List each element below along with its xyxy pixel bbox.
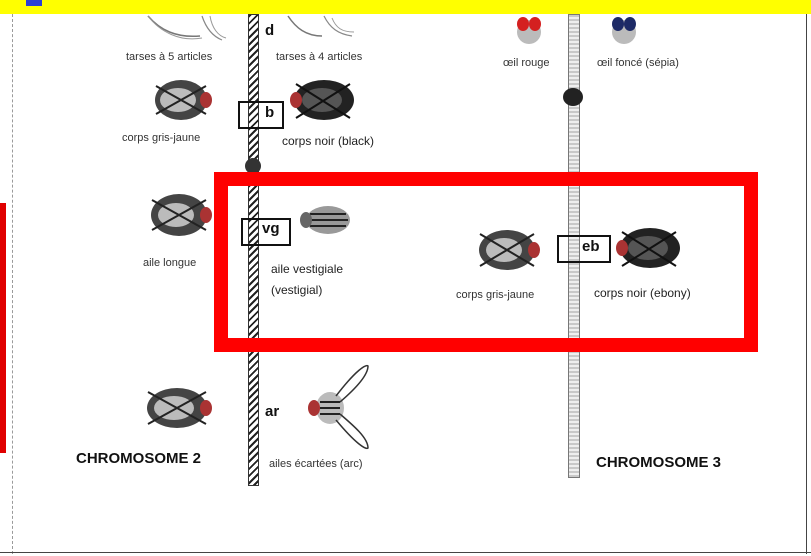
locus-eb-box bbox=[557, 235, 611, 263]
label-aile-vestigiale: aile vestigiale bbox=[271, 262, 344, 276]
fly-head-icon bbox=[517, 17, 541, 44]
chromosome-3-bar bbox=[568, 14, 580, 478]
fly-icon bbox=[147, 388, 212, 428]
chromosome-3-title: CHROMOSOME 3 bbox=[596, 454, 722, 471]
bottom-border bbox=[0, 552, 811, 553]
fly-icon bbox=[290, 80, 354, 120]
fly-icon bbox=[616, 228, 680, 268]
highlight-box bbox=[214, 172, 758, 352]
label-corps-gris-jaune-3: corps gris-jaune bbox=[456, 289, 535, 301]
label-corps-noir-black: corps noir (black) bbox=[282, 134, 375, 148]
right-border bbox=[806, 14, 807, 554]
fly-icon bbox=[308, 364, 369, 450]
fly-leg-icon bbox=[287, 15, 355, 37]
red-side-marker bbox=[0, 203, 6, 453]
left-dashed-border bbox=[12, 14, 13, 554]
banner-mark bbox=[26, 0, 42, 6]
fly-head-icon bbox=[612, 17, 636, 44]
fly-icon bbox=[300, 206, 350, 234]
locus-b-box bbox=[238, 101, 284, 129]
fly-leg-icon bbox=[147, 15, 227, 41]
top-banner bbox=[0, 0, 811, 14]
label-aile-longue: aile longue bbox=[143, 257, 197, 269]
locus-ar: ar bbox=[265, 403, 280, 420]
chromosome-2-bar bbox=[248, 14, 259, 486]
locus-vg-box bbox=[241, 218, 291, 246]
fly-icon bbox=[479, 230, 540, 270]
locus-d: d bbox=[265, 22, 275, 39]
fly-icon bbox=[151, 194, 212, 236]
fly-icon bbox=[155, 80, 212, 120]
chromosome-3-centromere bbox=[563, 88, 583, 106]
locus-vg: vg bbox=[262, 220, 280, 237]
label-ailes-ecartees: ailes écartées (arc) bbox=[269, 458, 363, 470]
label-corps-noir-ebony: corps noir (ebony) bbox=[594, 286, 691, 300]
label-oeil-fonce: œil foncé (sépia) bbox=[597, 57, 679, 69]
chromosome-2-centromere bbox=[245, 158, 261, 174]
locus-b: b bbox=[265, 104, 275, 121]
locus-eb: eb bbox=[582, 238, 600, 255]
label-oeil-rouge: œil rouge bbox=[503, 57, 550, 69]
chromosome-2-title: CHROMOSOME 2 bbox=[76, 450, 202, 467]
label-vestigial: (vestigial) bbox=[271, 283, 323, 297]
label-corps-gris-jaune-2: corps gris-jaune bbox=[122, 132, 201, 144]
label-tarses-4: tarses à 4 articles bbox=[276, 51, 363, 63]
label-tarses-5: tarses à 5 articles bbox=[126, 51, 213, 63]
